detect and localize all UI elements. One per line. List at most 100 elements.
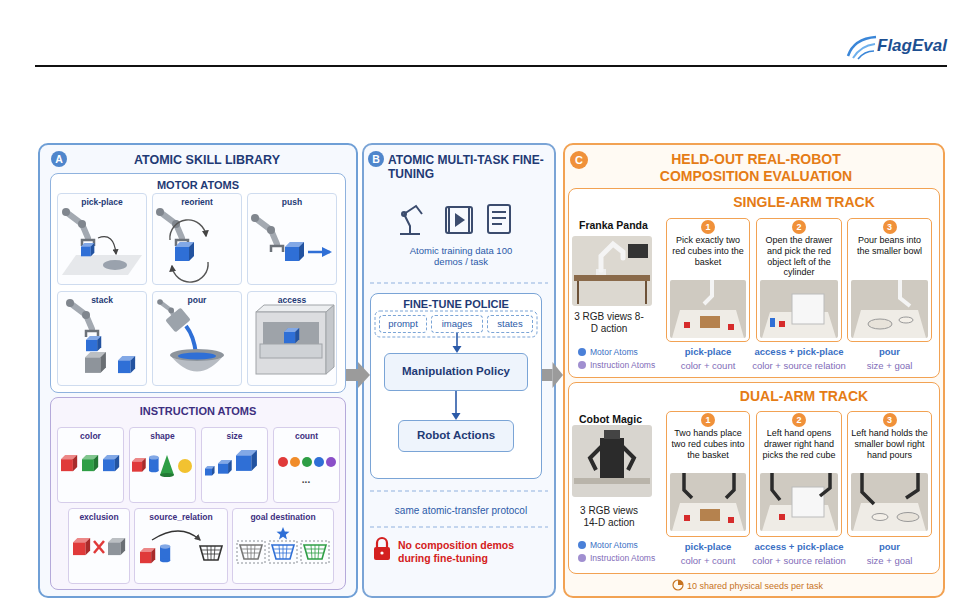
atom-cell: exclusion xyxy=(68,508,130,584)
input-tag: prompt xyxy=(379,315,427,333)
dashed-separators xyxy=(370,283,548,527)
label-slot: pour xyxy=(830,346,950,357)
count-figure-part xyxy=(326,457,336,467)
text-slot: same atomic-transfer protocol xyxy=(370,505,552,517)
node-title: prompt xyxy=(380,318,426,329)
legend-entry: Motor Atoms xyxy=(578,347,638,357)
text-slot: ATOMIC SKILL LIBRARY xyxy=(62,153,352,168)
text-slot: states xyxy=(488,318,532,329)
node-title: DUAL-ARM TRACK xyxy=(667,388,941,405)
atom-cell: reorient xyxy=(152,193,242,285)
task-card: Left hand holds the smaller bowl right h… xyxy=(847,411,932,537)
label-slot: 3 xyxy=(883,220,897,234)
atom-tag: size + goal xyxy=(830,360,950,371)
text-slot: ATOMIC MULTI-TASK FINE-TUNING xyxy=(388,153,548,182)
label-slot: color + source relation xyxy=(739,360,859,371)
size-figure-part xyxy=(236,450,257,471)
logo-mark xyxy=(848,37,876,59)
task-photos-part xyxy=(792,487,824,517)
stack-figure xyxy=(66,299,135,373)
shape-figure-part xyxy=(132,458,146,472)
stack-figure-part xyxy=(66,299,98,337)
reorient-figure xyxy=(156,208,208,282)
cobot-photo-part xyxy=(604,430,620,439)
input-tag: images xyxy=(431,315,483,333)
atom-cell: size xyxy=(201,427,268,503)
arrow-body xyxy=(542,369,553,381)
atom-cell: stack xyxy=(57,291,147,386)
arrow-line xyxy=(456,333,458,347)
node-title: ATOMIC MULTI-TASK FINE-TUNING xyxy=(388,153,548,182)
atom-tag: color + source relation xyxy=(739,360,859,371)
color-figure-part xyxy=(82,455,98,471)
pour-figure-part xyxy=(165,307,191,332)
access-figure-part xyxy=(260,344,322,358)
data-icons xyxy=(400,205,510,234)
text-slot: Two hands place two red cubes into the b… xyxy=(670,428,746,460)
atom-cell: push xyxy=(247,193,337,285)
data-icons-part xyxy=(400,233,420,235)
input-tag: states xyxy=(487,315,533,333)
header-rule xyxy=(35,65,947,67)
color-figure xyxy=(61,455,119,471)
text-slot: source_relation xyxy=(135,512,227,522)
text-slot: Pick exactly two red cubes into the bask… xyxy=(670,235,746,267)
data-icons-part xyxy=(402,212,406,216)
data-icons-part xyxy=(492,212,506,224)
node-title: shape xyxy=(130,431,195,441)
callout-number: 1 xyxy=(701,413,715,427)
atom-cell: pick-place xyxy=(57,193,147,285)
input-group-outline xyxy=(375,311,537,337)
logo-mark-part xyxy=(853,44,875,58)
task-photos-part xyxy=(851,280,928,338)
node-title: stack xyxy=(58,295,146,305)
label-slot: size + goal xyxy=(830,360,950,371)
legend-swatch xyxy=(578,541,586,549)
label-slot: pour xyxy=(830,541,950,552)
atom-cell: color xyxy=(57,427,124,503)
atom-tag: color + count xyxy=(648,555,768,566)
franka-photo-part xyxy=(628,244,648,258)
exclusion-figure-part xyxy=(73,538,90,555)
seeds-icon xyxy=(673,580,683,590)
reorient-figure-part xyxy=(172,262,208,282)
franka-photo-part xyxy=(572,236,652,306)
pick-place-figure-part xyxy=(62,208,94,246)
push-figure-part xyxy=(251,214,283,252)
access-figure-part xyxy=(256,312,326,374)
count-figure-part xyxy=(290,457,300,467)
size-figure-part xyxy=(205,466,215,476)
legend-text: Motor Atoms xyxy=(590,540,638,550)
pour-figure xyxy=(157,299,224,371)
callout-number: C xyxy=(570,151,588,169)
access-figure-part xyxy=(256,305,334,312)
node-title: MOTOR ATOMS xyxy=(51,179,345,192)
label-slot: 2 xyxy=(792,220,806,234)
legend-entry: Instruction Atoms xyxy=(578,360,655,370)
text-slot: 3 RGB views 8-D action xyxy=(573,311,645,335)
label-slot: FlagEval xyxy=(877,36,957,56)
text-slot: DUAL-ARM TRACK xyxy=(667,388,941,405)
node-title: Two hands place two red cubes into the b… xyxy=(670,428,746,460)
goal-destination-figure-part xyxy=(272,545,294,559)
pick-place-figure-part xyxy=(98,237,116,254)
task-photos-part xyxy=(779,321,785,327)
text-slot: No composition demos during fine-tuning xyxy=(398,539,548,564)
dashed-separators-part xyxy=(370,526,548,527)
connector xyxy=(452,391,461,420)
goal-destination-figure-part xyxy=(304,545,326,559)
text-slot: Manipulation Policy xyxy=(385,365,527,379)
count-figure xyxy=(278,457,336,467)
task-photos-part xyxy=(728,517,734,523)
goal-destination-figure-part xyxy=(269,541,297,563)
lock-icon xyxy=(374,538,390,560)
pick-place-figure-part xyxy=(81,243,94,256)
push-figure-part xyxy=(285,242,304,261)
node-title: Robot Actions xyxy=(399,429,513,443)
node-title: size xyxy=(202,431,267,441)
source-relation-figure-part xyxy=(140,548,155,563)
task-photos-part xyxy=(684,515,690,521)
node-title: pick-place xyxy=(58,197,146,207)
label-slot: access + pick-place xyxy=(739,541,859,552)
task-photos-part xyxy=(670,280,746,338)
